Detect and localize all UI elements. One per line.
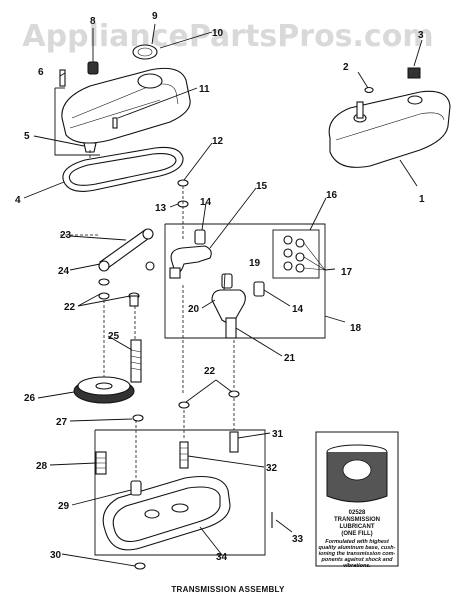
- callout-24: 24: [58, 266, 70, 277]
- gear-housing: [328, 67, 451, 168]
- product-desc-5: vibrations.: [343, 563, 371, 569]
- product-line1: TRANSMISSION: [334, 517, 380, 523]
- washer-2: [364, 86, 374, 94]
- callout-3: 3: [418, 30, 424, 41]
- pin-11: [112, 117, 118, 129]
- callout-4: 4: [15, 195, 21, 206]
- callout-5: 5: [24, 131, 30, 142]
- diagram-title: TRANSMISSION ASSEMBLY: [171, 585, 285, 594]
- callout-22a: 22: [64, 302, 76, 313]
- cover-assembly: [54, 44, 191, 192]
- callout-22b: 22: [204, 366, 216, 377]
- product-desc-1: Formulated with highest: [325, 539, 390, 545]
- product-part-number: 02528: [349, 510, 366, 516]
- nut-3: [407, 67, 421, 79]
- bushing-14a: [194, 229, 206, 245]
- callout-14b: 14: [292, 304, 304, 315]
- callout-8: 8: [90, 16, 96, 27]
- washer-27: [132, 414, 144, 422]
- product-desc-3: ioning the transmission com-: [319, 551, 396, 557]
- pin-32: [179, 441, 189, 469]
- callout-12: 12: [212, 136, 224, 147]
- screw-6: [59, 69, 66, 87]
- pin-19: [221, 273, 233, 289]
- callout-17: 17: [341, 267, 353, 278]
- callout-32: 32: [266, 463, 278, 474]
- bushing-14b: [253, 281, 265, 297]
- callout-25: 25: [108, 331, 120, 342]
- callout-10: 10: [212, 28, 224, 39]
- bushing-29: [130, 480, 142, 496]
- shift-assembly: [60, 228, 155, 480]
- callout-14a: 14: [200, 197, 212, 208]
- leader-lines: [23, 23, 423, 567]
- watermark: AppliancePartsPros.com: [22, 19, 433, 54]
- callout-26: 26: [24, 393, 36, 404]
- pin-31: [229, 431, 239, 453]
- callout-23: 23: [60, 230, 72, 241]
- callout-2: 2: [343, 62, 349, 73]
- product-desc-2: quality aluminum base, cush-: [318, 545, 395, 551]
- callout-15: 15: [256, 181, 268, 192]
- callout-9: 9: [152, 11, 158, 22]
- callout-33: 33: [292, 534, 304, 545]
- callout-30: 30: [50, 550, 62, 561]
- product-line2: LUBRICANT: [340, 524, 375, 530]
- callout-28: 28: [36, 461, 48, 472]
- callout-20: 20: [188, 304, 200, 315]
- worm-shaft: [130, 339, 142, 383]
- callout-31: 31: [272, 429, 284, 440]
- callout-19: 19: [249, 258, 261, 269]
- callout-1: 1: [419, 194, 425, 205]
- callout-18: 18: [350, 323, 362, 334]
- center-stack: [177, 179, 240, 469]
- upper-cover: [61, 67, 191, 144]
- callout-21: 21: [284, 353, 296, 364]
- callout-6: 6: [38, 67, 44, 78]
- lubricant-card: 02528 TRANSMISSION LUBRICANT (ONE FILL) …: [315, 431, 399, 569]
- callout-27: 27: [56, 417, 68, 428]
- plug-5: [83, 142, 97, 153]
- spring-kit: [272, 229, 326, 279]
- seal-ring: [132, 44, 158, 60]
- callout-labels: 1 2 3 4 5 6 17 8 9 10 11 12 13 14 14 15 …: [15, 11, 425, 563]
- callout-34: 34: [216, 552, 228, 563]
- callout-29: 29: [58, 501, 70, 512]
- base-assembly: [94, 429, 273, 570]
- product-desc-4: ponents against shock and: [321, 557, 394, 563]
- callout-11: 11: [199, 84, 210, 95]
- cover-boss: [137, 73, 163, 89]
- product-line3: (ONE FILL): [341, 531, 372, 537]
- callout-13: 13: [155, 203, 167, 214]
- callout-16: 16: [326, 190, 338, 201]
- bushing: [87, 61, 99, 75]
- plug-30: [134, 562, 146, 570]
- shift-fork-kit: [164, 223, 346, 339]
- housing-body: [328, 90, 451, 168]
